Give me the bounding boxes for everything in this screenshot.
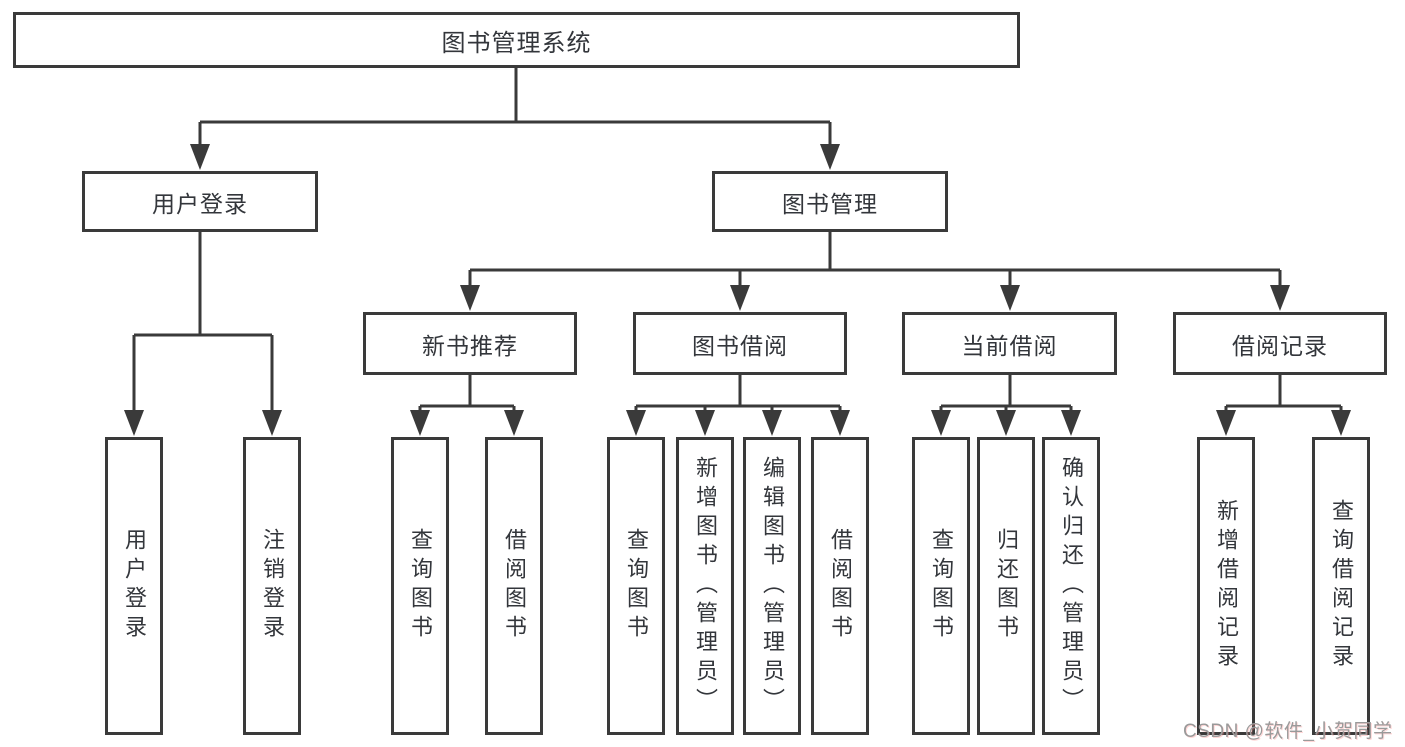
node-root-label: 图书管理系统 [441, 29, 592, 57]
leaf-query-borrow-record: 查询借阅记录 [1312, 437, 1370, 735]
leaf-add-book-admin: 新增图书（管理员） [676, 437, 734, 735]
leaf-logout: 注销登录 [243, 437, 301, 735]
node-book-management: 图书管理 [712, 171, 948, 232]
node-current-borrow-label: 当前借阅 [961, 332, 1058, 359]
leaf-add-borrow-record-label: 新增借阅记录 [1214, 499, 1239, 673]
leaf-edit-book-admin-label: 编辑图书（管理员） [760, 455, 785, 717]
leaf-query-book-current-label: 查询图书 [929, 528, 954, 644]
node-book-borrow: 图书借阅 [633, 312, 847, 375]
watermark-text: CSDN @软件_小贺同学 [1183, 721, 1393, 742]
leaf-edit-book-admin: 编辑图书（管理员） [743, 437, 801, 735]
leaf-query-borrow-record-label: 查询借阅记录 [1329, 499, 1354, 673]
node-root: 图书管理系统 [13, 12, 1020, 68]
node-book-management-label: 图书管理 [782, 190, 878, 217]
leaf-query-book-current: 查询图书 [912, 437, 970, 735]
leaf-borrow-book-recommend: 借阅图书 [485, 437, 543, 735]
leaf-add-book-admin-label: 新增图书（管理员） [693, 455, 718, 717]
leaf-borrow-book-label: 借阅图书 [828, 528, 853, 644]
node-new-book-recommend: 新书推荐 [363, 312, 577, 375]
leaf-add-borrow-record: 新增借阅记录 [1197, 437, 1255, 735]
leaf-confirm-return-admin-label: 确认归还（管理员） [1059, 455, 1084, 717]
leaf-query-book-recommend: 查询图书 [391, 437, 449, 735]
node-user-login: 用户登录 [82, 171, 318, 232]
leaf-borrow-book-recommend-label: 借阅图书 [502, 528, 527, 644]
leaf-user-login-label: 用户登录 [122, 528, 147, 644]
leaf-query-book-borrow: 查询图书 [607, 437, 665, 735]
leaf-confirm-return-admin: 确认归还（管理员） [1042, 437, 1100, 735]
node-borrow-records: 借阅记录 [1173, 312, 1387, 375]
leaf-return-book: 归还图书 [977, 437, 1035, 735]
leaf-user-login: 用户登录 [105, 437, 163, 735]
leaf-query-book-borrow-label: 查询图书 [624, 528, 649, 644]
leaf-query-book-recommend-label: 查询图书 [408, 528, 433, 644]
leaf-return-book-label: 归还图书 [994, 528, 1019, 644]
leaf-borrow-book: 借阅图书 [811, 437, 869, 735]
node-borrow-records-label: 借阅记录 [1232, 332, 1328, 359]
node-current-borrow: 当前借阅 [902, 312, 1117, 375]
node-book-borrow-label: 图书借阅 [692, 332, 788, 359]
node-user-login-label: 用户登录 [152, 190, 248, 217]
leaf-logout-label: 注销登录 [260, 528, 285, 644]
node-new-book-recommend-label: 新书推荐 [422, 332, 518, 359]
